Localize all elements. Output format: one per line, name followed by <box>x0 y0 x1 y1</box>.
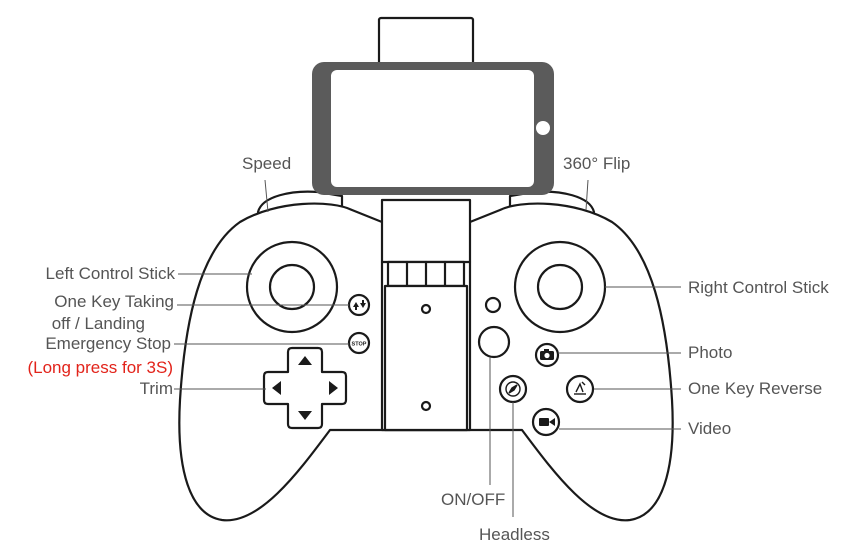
label-video: Video <box>688 419 731 439</box>
phone-screen <box>331 70 534 187</box>
label-right-stick: Right Control Stick <box>688 278 829 298</box>
label-onoff: ON/OFF <box>441 490 505 510</box>
phone-clamp-top <box>379 18 473 64</box>
label-headless: Headless <box>479 525 550 545</box>
left-stick-ring <box>247 242 337 332</box>
takeoff-button <box>349 295 369 315</box>
label-speed: Speed <box>242 154 291 174</box>
phone-home-button <box>536 121 550 135</box>
label-takeoff-line1: One Key Taking <box>54 292 174 312</box>
label-flip: 360° Flip <box>563 154 630 174</box>
label-trim: Trim <box>140 379 173 399</box>
label-emergency-stop: Emergency Stop <box>45 334 171 354</box>
center-plate <box>385 286 467 430</box>
reverse-button <box>567 376 593 402</box>
label-long-press: (Long press for 3S) <box>27 358 173 378</box>
label-left-stick: Left Control Stick <box>46 264 175 284</box>
label-one-key-reverse: One Key Reverse <box>688 379 822 399</box>
label-takeoff-line2: off / Landing <box>52 314 145 334</box>
right-stick-ring <box>515 242 605 332</box>
label-photo: Photo <box>688 343 732 363</box>
stop-icon: STOP <box>352 342 367 348</box>
onoff-button <box>479 327 509 357</box>
